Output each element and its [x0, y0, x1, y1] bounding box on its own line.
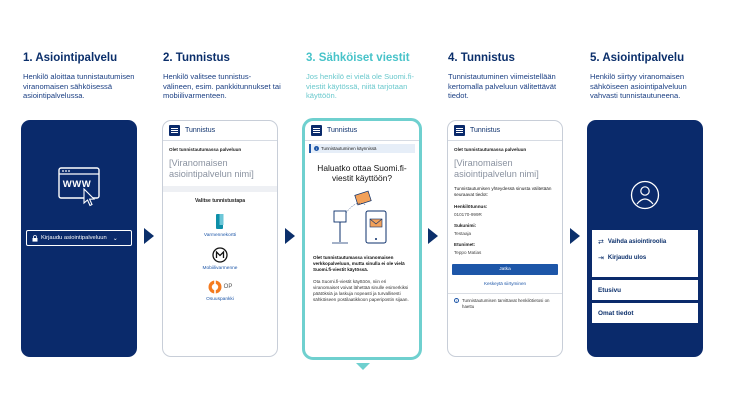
arrow-4-icon: [570, 228, 580, 244]
step-1-desc: Henkilö aloittaa tunnistautumisen virano…: [23, 72, 135, 101]
body-bold-text: Olet tunnistautumassa viranomaisen verkk…: [313, 255, 405, 273]
menu-item-label: Kirjaudu ulos: [607, 255, 647, 261]
phone-1-asiointipalvelu: WWW Kirjaudu asiointipalveluun ⌄: [21, 120, 137, 357]
login-button-label: Kirjaudu asiointipalveluun: [41, 235, 107, 241]
www-label: WWW: [62, 179, 92, 190]
service-label: Olet tunnistautumassa palveluun: [454, 147, 527, 152]
step-4-title: 4. Tunnistus: [448, 52, 515, 64]
suomifi-logo-icon: [169, 125, 180, 136]
step-5-title: 5. Asiointipalvelu: [590, 52, 685, 64]
phone-4-header: Tunnistus: [448, 121, 562, 141]
step-4-desc: Tunnistautuminen viimeistellään kertomal…: [448, 72, 557, 101]
cancel-link[interactable]: Keskeytä siirtyminen: [483, 281, 527, 287]
phone-5-asiointipalvelu: ⇄ Vaihda asiointiroolia ⇥ Kirjaudu ulos …: [587, 120, 703, 357]
choose-method-label: Valitse tunnistustapa: [194, 198, 245, 204]
phone-2-header: Tunnistus: [163, 121, 277, 141]
service-name: [Viranomaisen asiointipalvelun nimi]: [454, 158, 539, 179]
phone-3-header-title: Tunnistus: [327, 127, 358, 134]
step-3-title: 3. Sähköiset viestit: [306, 52, 410, 64]
mailbox-illustration-icon: [326, 189, 398, 245]
phone-3-header: Tunnistus: [305, 121, 419, 141]
method-mobiilivarmenne[interactable]: Mobiilivarmenne: [163, 247, 277, 271]
phone-4-tunnistus: Tunnistus Olet tunnistautumassa palveluu…: [447, 120, 563, 357]
info-icon: i: [454, 298, 459, 304]
step-2-desc: Henkilö valitsee tunnistus-välineen, esi…: [163, 72, 281, 101]
field-label: Henkilötunnus:: [454, 204, 488, 210]
field-value: Testaaja: [454, 231, 472, 237]
method-label: Varmennekortti: [203, 233, 237, 238]
step-5-desc: Henkilö siirtyy viranomaisen sähköiseen …: [590, 72, 687, 101]
field-value: Teppo Matias: [454, 250, 482, 256]
op-logo-icon: [208, 280, 222, 294]
menu-item-label: Vaihda asiointiroolia: [607, 239, 667, 245]
browser-window-icon: WWW: [58, 167, 100, 207]
service-name: [Viranomaisen asiointipalvelun nimi]: [169, 158, 254, 179]
field-label: Sukunimi:: [454, 223, 477, 229]
question-heading: Haluatko ottaa Suomi.fi-viestit käyttöön…: [317, 163, 407, 183]
arrow-3-icon: [428, 228, 438, 244]
logout-menu-item[interactable]: ⇥ Kirjaudu ulos: [592, 246, 698, 262]
method-osuuspankki[interactable]: OP Osuuspankki: [163, 280, 277, 302]
info-icon: i: [314, 146, 319, 151]
suomifi-logo-icon: [311, 125, 322, 136]
method-label: Osuuspankki: [206, 297, 234, 302]
method-varmennekortti[interactable]: Varmennekortti: [163, 213, 277, 238]
login-button[interactable]: Kirjaudu asiointipalveluun ⌄: [26, 230, 132, 246]
nav-link-etusivu[interactable]: Etusivu: [592, 280, 698, 300]
lock-icon: [32, 229, 38, 247]
service-label: Olet tunnistautumassa palveluun: [169, 147, 242, 152]
phone-4-header-title: Tunnistus: [470, 127, 501, 134]
method-label: Mobiilivarmenne: [202, 266, 238, 271]
body-text: Ota Suomi.fi-viestit käyttöön, niin eri …: [313, 278, 409, 303]
step-1-title: 1. Asiointipalvelu: [23, 52, 118, 64]
logout-icon: ⇥: [598, 255, 604, 262]
continue-button[interactable]: Jatka: [452, 264, 558, 276]
nav-link-omat-tiedot[interactable]: Omat tiedot: [592, 303, 698, 323]
mobile-certificate-icon: [212, 247, 228, 263]
card-reader-icon: [215, 213, 225, 230]
highlight-pointer-icon: [356, 363, 370, 370]
switch-arrows-icon: ⇄: [598, 239, 604, 246]
info-bar-text: Tunnistautuminen käynnissä: [321, 146, 377, 151]
step-3-desc: Jos henkilö ei vielä ole Suomi.fi-viesti…: [306, 72, 415, 101]
step-2-title: 2. Tunnistus: [163, 52, 230, 64]
info-bar: i Tunnistautuminen käynnissä: [309, 144, 415, 153]
field-label: Etunimet:: [454, 242, 476, 248]
user-avatar-icon: [630, 180, 660, 210]
arrow-2-icon: [285, 228, 295, 244]
field-value: 010170-999R: [454, 212, 482, 218]
phone-2-header-title: Tunnistus: [185, 127, 216, 134]
user-menu: ⇄ Vaihda asiointiroolia ⇥ Kirjaudu ulos: [592, 230, 698, 277]
info-text: Tunnistautumisen yhteydessä sinusta väli…: [454, 186, 552, 198]
op-logo-text: OP: [223, 284, 233, 290]
phone-2-tunnistus: Tunnistus Olet tunnistautumassa palveluu…: [162, 120, 278, 357]
chevron-down-icon: ⌄: [112, 235, 118, 242]
footer-note: Tunnistautumisen tarvittavat henkilötiet…: [462, 298, 550, 310]
arrow-1-icon: [144, 228, 154, 244]
suomifi-logo-icon: [454, 125, 465, 136]
phone-3-sahkoiset-viestit: Tunnistus i Tunnistautuminen käynnissä H…: [302, 118, 422, 360]
switch-role-menu-item[interactable]: ⇄ Vaihda asiointiroolia: [592, 230, 698, 246]
